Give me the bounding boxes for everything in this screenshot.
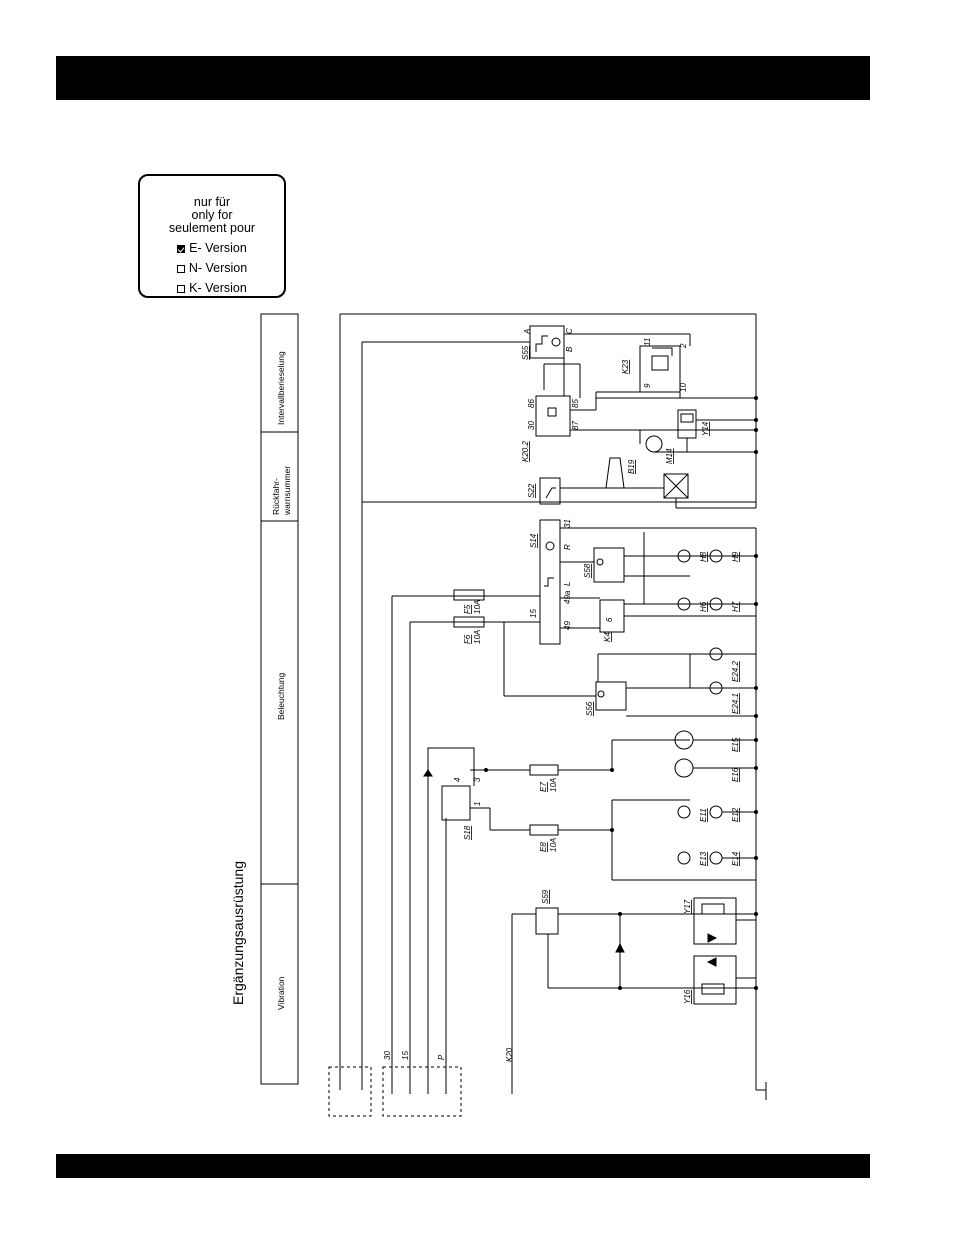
pin-labels: A C B 11 2 9 10 86 85 30 87 31 R L 49a 4… [453, 328, 688, 806]
legend-line-fr: seulement pour [168, 221, 256, 235]
section-warnsummer: warnsummer [282, 466, 292, 516]
reverse-buzzer-circuit [539, 457, 756, 509]
label-s18: S18 [463, 825, 472, 840]
pin-86: 86 [527, 399, 536, 408]
label-f6: F6 [463, 634, 472, 644]
version-legend: nur für only for seulement pour E- Versi… [138, 174, 286, 298]
label-s22: S22 [527, 483, 536, 498]
pin-15: 15 [529, 609, 538, 618]
pin-1: 1 [473, 802, 482, 806]
junction-dots [484, 396, 758, 990]
section-rueckfahr: Rückfahr- [271, 478, 281, 515]
pin-6: 6 [605, 617, 614, 622]
pin-30: 30 [527, 421, 536, 430]
label-e7-rating: 10A [549, 778, 558, 792]
legend-option-k: K- Version [140, 282, 284, 295]
pin-31: 31 [563, 519, 572, 528]
pin-87: 87 [571, 421, 580, 430]
lighting-circuit [453, 519, 756, 717]
label-h6: H6 [699, 601, 708, 612]
worklight-circuit [423, 730, 756, 881]
legend-line-de: nur für [193, 195, 231, 209]
label-e15: E15 [731, 737, 740, 752]
header-bar [56, 56, 870, 100]
section-intervall: Intervallberieselung [276, 351, 286, 425]
terminal-labels: 30 15 P K20 [383, 1047, 514, 1062]
checkbox-empty-icon [176, 265, 185, 273]
frame-lines [339, 313, 767, 1100]
label-e24-1: E24.1 [731, 693, 740, 714]
section-column: Vibration Beleuchtung Rückfahr- warnsumm… [260, 313, 299, 1085]
legend-option-e: E- Version [140, 242, 284, 255]
legend-option-n: N- Version [140, 262, 284, 275]
pin-2: 2 [679, 343, 688, 349]
component-labels: S55 K20.2 K23 S22 B19 M14 Y14 S14 S58 K4… [463, 345, 740, 1004]
footer-bar [56, 1154, 870, 1178]
label-e24-2: E24.2 [731, 661, 740, 682]
pin-49a: 49a [563, 590, 572, 604]
label-s55: S55 [521, 345, 530, 360]
label-e8: E8 [539, 842, 548, 852]
pin-l: L [563, 582, 572, 586]
label-s14: S14 [529, 533, 538, 548]
label-e16: E16 [731, 767, 740, 782]
pin-49: 49 [563, 621, 572, 630]
pin-c: C [565, 328, 574, 334]
terminal-15: 15 [401, 1051, 410, 1060]
connector-boxes [328, 1066, 462, 1117]
label-s59: S59 [541, 889, 550, 904]
label-e12: E12 [731, 807, 740, 822]
pin-9: 9 [643, 383, 652, 388]
label-e14: E14 [731, 851, 740, 866]
label-e8-rating: 10A [549, 838, 558, 852]
interval-circuit [529, 325, 756, 453]
label-k23: K23 [621, 359, 630, 374]
diagram-title: Ergänzungsausrüstung [230, 861, 246, 1005]
label-h9: H9 [731, 551, 740, 562]
label-k4: K4 [603, 632, 612, 642]
label-s56: S56 [585, 701, 594, 716]
pin-85: 85 [571, 399, 580, 408]
label-h8: H8 [699, 551, 708, 562]
label-h7: H7 [731, 601, 740, 612]
pin-10: 10 [679, 383, 688, 392]
label-b19: B19 [627, 459, 636, 474]
terminal-k20: K20 [505, 1047, 514, 1062]
checkbox-empty-icon [177, 285, 186, 293]
legend-line-en: only for [191, 208, 233, 222]
pin-3: 3 [473, 777, 482, 782]
section-vibration: Vibration [276, 976, 286, 1010]
pin-a: A [523, 329, 532, 335]
label-e7: E7 [539, 782, 548, 792]
section-beleuchtung: Beleuchtung [276, 672, 286, 720]
terminal-p: P [437, 1054, 446, 1060]
label-s58: S58 [583, 563, 592, 578]
pin-b: B [565, 346, 574, 352]
pin-11: 11 [643, 338, 652, 346]
label-y16: Y16 [683, 989, 692, 1004]
label-y14: Y14 [701, 421, 710, 436]
pin-4: 4 [453, 777, 462, 782]
label-y17: Y17 [683, 899, 692, 914]
checkbox-checked-icon [177, 245, 186, 253]
pin-r: R [563, 544, 572, 550]
vibration-circuit [535, 897, 756, 1005]
label-k20-2: K20.2 [521, 441, 530, 462]
terminal-30: 30 [383, 1051, 392, 1060]
label-e13: E13 [699, 851, 708, 866]
label-e11: E11 [699, 808, 708, 822]
label-f6-rating: 10A [473, 630, 482, 644]
label-f5: F5 [463, 604, 472, 614]
label-m14: M14 [665, 448, 674, 464]
label-f5-rating: 10A [473, 600, 482, 614]
bus-lines [391, 595, 540, 1094]
